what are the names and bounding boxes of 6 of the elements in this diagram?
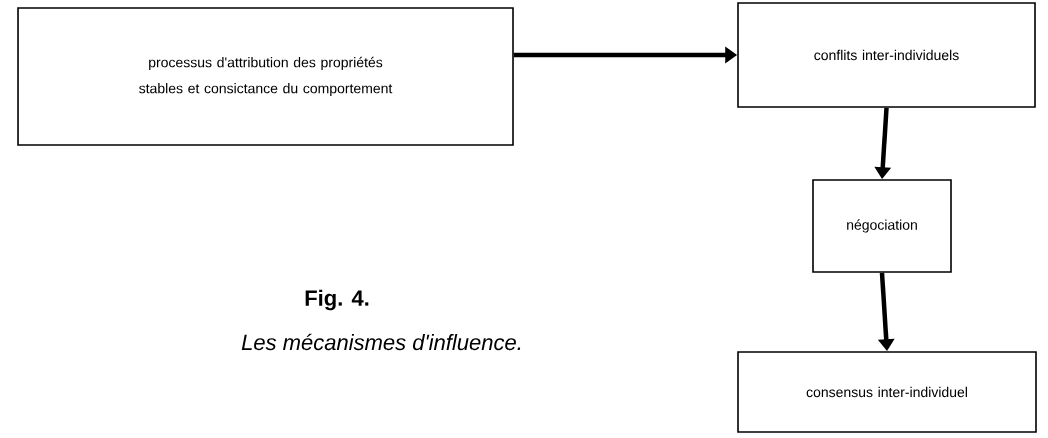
process-box: négociation xyxy=(812,179,952,273)
process-box: consensus inter-individuel xyxy=(737,351,1037,433)
process-box: conflits inter-individuels xyxy=(737,2,1036,108)
figure-number: Fig. 4. xyxy=(305,289,369,311)
caption: Les mécanismes d'influence. xyxy=(241,333,521,351)
process-box: processus d'attribution des propriétés stables et consictance du comportement xyxy=(17,7,514,146)
